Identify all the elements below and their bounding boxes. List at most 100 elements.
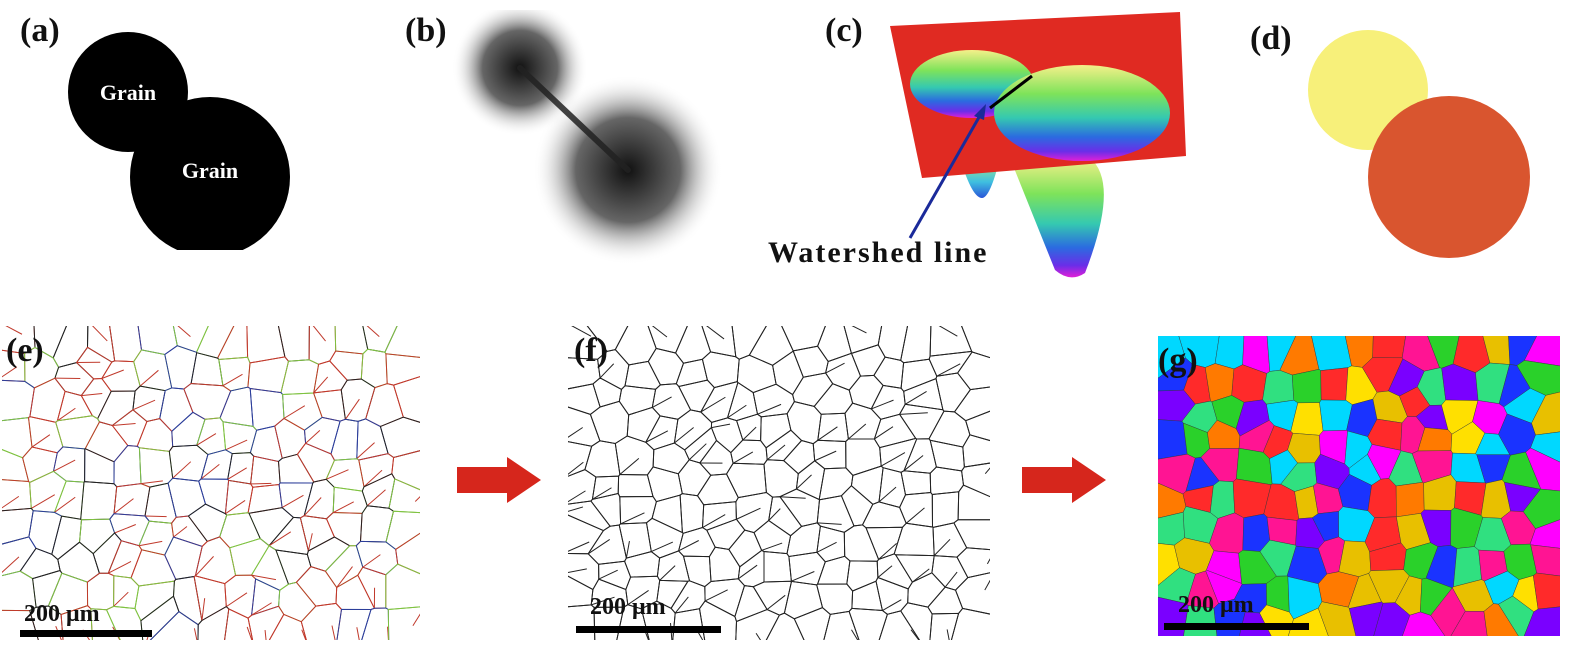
- distance-transform-image: [452, 10, 723, 265]
- twin-boundary: [984, 579, 990, 591]
- twin-boundary: [766, 594, 786, 610]
- twin-boundary: [791, 571, 815, 582]
- grain-cell: [379, 416, 420, 459]
- scale-label-e: 200 μm: [24, 601, 100, 627]
- twin-boundary: [817, 426, 838, 441]
- twin-boundary: [706, 326, 725, 340]
- twin-boundary: [225, 500, 246, 515]
- twin-boundary: [768, 508, 781, 521]
- twin-boundary: [598, 569, 618, 580]
- grain-cell: [710, 417, 744, 454]
- grain-cell: [677, 459, 712, 497]
- scale-bar-f: [576, 626, 721, 633]
- twin-boundary: [303, 497, 322, 517]
- twin-boundary: [331, 625, 336, 640]
- grain-cell: [730, 439, 768, 465]
- grain-cell: [313, 389, 346, 422]
- twin-boundary: [903, 455, 924, 472]
- grain-cell: [361, 607, 390, 640]
- twin-boundary: [200, 464, 220, 480]
- binary-grains-image: Grain Grain: [68, 32, 290, 250]
- grain-cell: [652, 442, 690, 475]
- grain-cell: [229, 537, 270, 576]
- twin-boundary: [222, 373, 243, 387]
- twin-boundary: [732, 451, 754, 464]
- twin-boundary: [305, 430, 321, 444]
- grain-cell: [1158, 511, 1185, 546]
- grain-cell: [75, 346, 113, 380]
- grain-cell: [164, 536, 203, 580]
- grain-cell: [927, 586, 964, 615]
- panel-label-c: (c): [825, 12, 863, 49]
- twin-boundary: [944, 571, 958, 588]
- grain-cell: [701, 326, 737, 358]
- grain-cell: [763, 459, 799, 498]
- grain-cell: [303, 416, 341, 455]
- grain-cell: [107, 540, 143, 579]
- twin-boundary: [332, 501, 354, 513]
- twin-boundary: [946, 629, 950, 640]
- grain-cell: [275, 549, 312, 585]
- grain-cell: [875, 576, 909, 615]
- grain-cell: [1320, 367, 1349, 401]
- grain-cell: [28, 510, 63, 555]
- grain-cell: [1338, 540, 1371, 577]
- grain-cell: [1533, 572, 1560, 610]
- grain-cell: [97, 390, 136, 427]
- twin-boundary: [568, 568, 587, 573]
- panel-label-g: (g): [1158, 342, 1198, 379]
- twin-boundary: [704, 589, 728, 602]
- twin-boundary: [620, 512, 645, 525]
- grain-cell: [647, 326, 688, 354]
- grain-cell: [2, 379, 35, 422]
- grain-cell: [329, 350, 364, 381]
- twin-boundary: [195, 556, 214, 577]
- grain-cell: [52, 326, 89, 368]
- grain-cell: [136, 418, 174, 452]
- grain-cell: [1209, 480, 1235, 519]
- grain-cell: [295, 566, 338, 607]
- twin-boundary: [591, 596, 615, 606]
- grain-cell: [55, 415, 101, 450]
- twin-boundary: [702, 514, 726, 528]
- grain-cell: [843, 326, 883, 354]
- panel-label-d: (d): [1250, 20, 1292, 57]
- twin-boundary: [281, 494, 304, 509]
- twin-boundary: [571, 326, 592, 337]
- grain-cell: [172, 326, 209, 353]
- grain-cell: [931, 555, 969, 591]
- twin-boundary: [878, 542, 897, 560]
- twin-boundary: [363, 469, 383, 488]
- twin-boundary: [54, 496, 76, 513]
- twin-boundary: [742, 426, 757, 441]
- twin-boundary: [882, 599, 902, 611]
- small-grain-gradient: [452, 10, 588, 136]
- arrow-shape-1: [457, 457, 541, 503]
- grain-cell: [250, 455, 281, 488]
- twin-boundary: [912, 568, 930, 583]
- grain-cell: [251, 578, 281, 616]
- twin-boundary: [31, 434, 51, 448]
- grain-cell: [840, 485, 874, 527]
- twin-boundary: [986, 558, 990, 565]
- grain-cell: [388, 478, 420, 514]
- panel-label-e: (e): [6, 332, 44, 369]
- grain-cell: [950, 607, 990, 640]
- grain-cell: [735, 413, 762, 442]
- twin-boundary: [904, 391, 927, 405]
- twin-boundary: [140, 480, 163, 485]
- twin-boundary: [5, 326, 23, 335]
- twin-boundary: [796, 474, 812, 490]
- grain-cell: [187, 503, 228, 542]
- grain-cell: [84, 448, 115, 485]
- grain-cell: [384, 326, 420, 358]
- grain-cell: [1372, 336, 1406, 359]
- twin-boundary: [757, 403, 782, 415]
- ridge-line: [517, 65, 631, 173]
- twin-boundary: [627, 590, 649, 606]
- grain-cell: [195, 326, 235, 359]
- twin-boundary: [651, 326, 668, 338]
- twin-boundary: [568, 461, 584, 475]
- twin-boundary: [139, 369, 159, 387]
- grain-cell: [113, 575, 140, 610]
